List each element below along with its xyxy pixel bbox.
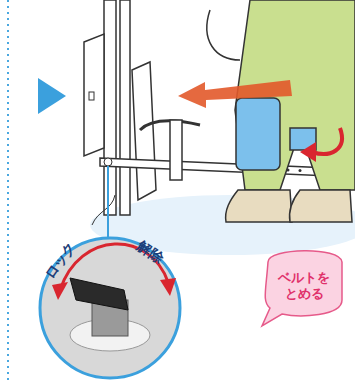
knee-bar: [100, 158, 330, 176]
knee-pad: [236, 98, 280, 170]
pole: [104, 0, 116, 215]
bubble-text: ベルトを とめる: [274, 270, 334, 303]
side-panel: [132, 62, 156, 200]
arm: [207, 10, 240, 60]
speech-bubble-shape: [262, 251, 342, 326]
shoe: [226, 190, 292, 222]
divider-line: [7, 0, 9, 383]
indicator: [89, 92, 94, 100]
step-arrow: [38, 78, 66, 114]
rotation-arrow-head: [160, 278, 176, 296]
speech-bubble: ベルトを とめる: [270, 262, 338, 310]
knee-post: [170, 120, 182, 180]
lever: [70, 278, 128, 310]
pole: [120, 0, 130, 215]
lock-knob: [104, 158, 112, 166]
rotation-arrow-head: [52, 282, 68, 300]
leader-line: [107, 166, 109, 238]
cable: [92, 195, 115, 225]
detail-inset: [40, 238, 180, 378]
control-box: [84, 34, 104, 156]
belt-arrow-head: [300, 142, 316, 162]
shoe: [289, 190, 352, 222]
belt-arrow: [312, 128, 342, 154]
push-arrow: [178, 80, 292, 108]
